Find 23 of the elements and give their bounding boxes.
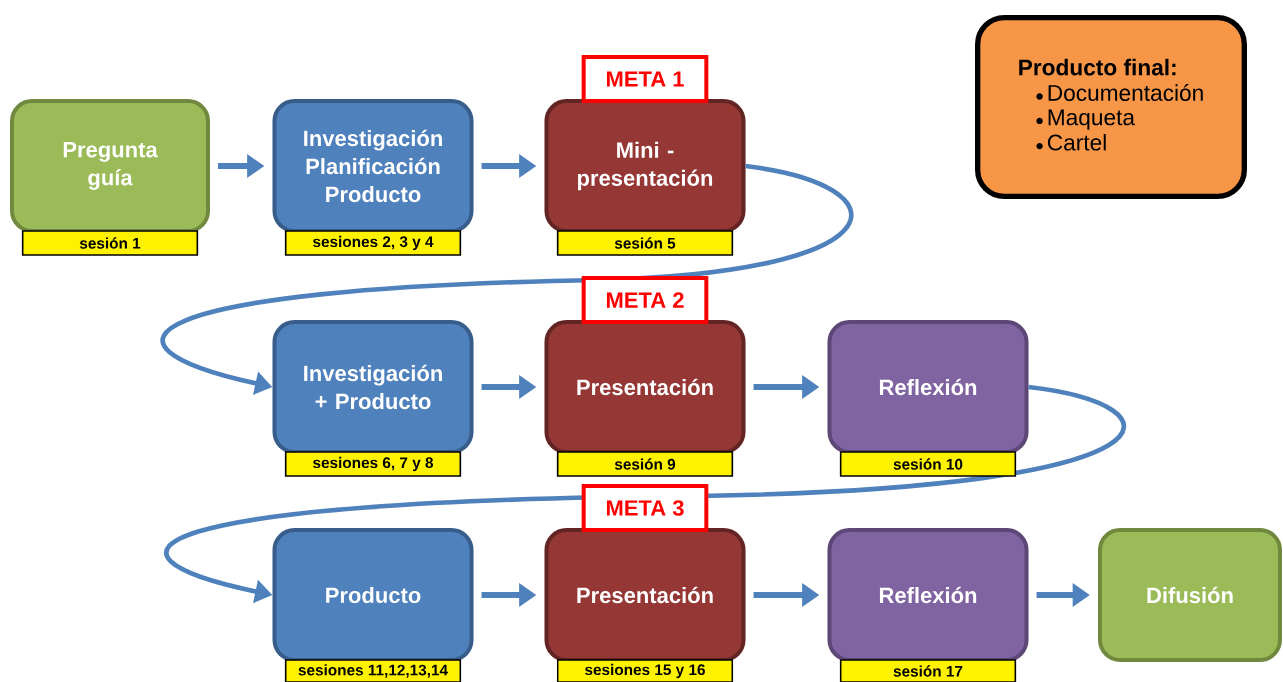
process-box: Reflexión: [827, 528, 1029, 662]
process-box: Difusión: [1098, 528, 1282, 662]
process-box: Presentación: [544, 320, 746, 454]
session-bar: sesión 10: [839, 451, 1017, 477]
session-bar: sesiones 2, 3 y 4: [284, 230, 462, 256]
process-box: Investigación + Producto: [272, 320, 474, 454]
process-box: Pregunta guía: [10, 99, 210, 233]
session-bar: sesiones 15 y 16: [556, 659, 734, 682]
goal-box: META 1: [581, 55, 709, 103]
session-bar: sesión 1: [21, 230, 199, 256]
session-bar: sesiones 11,12,13,14: [284, 659, 462, 682]
process-box: Producto: [272, 528, 474, 662]
process-box: Investigación Planificación Producto: [272, 99, 474, 233]
session-bar: sesiones 6, 7 y 8: [284, 451, 462, 477]
process-box: Mini - presentación: [544, 99, 746, 233]
session-bar: sesión 17: [839, 659, 1017, 682]
session-bar: sesión 9: [556, 451, 734, 477]
goal-box: META 2: [581, 276, 709, 324]
session-bar: sesión 5: [556, 230, 734, 256]
process-box: Reflexión: [827, 320, 1029, 454]
goal-box: META 3: [581, 484, 709, 532]
process-box: Presentación: [544, 528, 746, 662]
note-box: Producto final: Documentación Maqueta Cartel: [975, 15, 1247, 199]
